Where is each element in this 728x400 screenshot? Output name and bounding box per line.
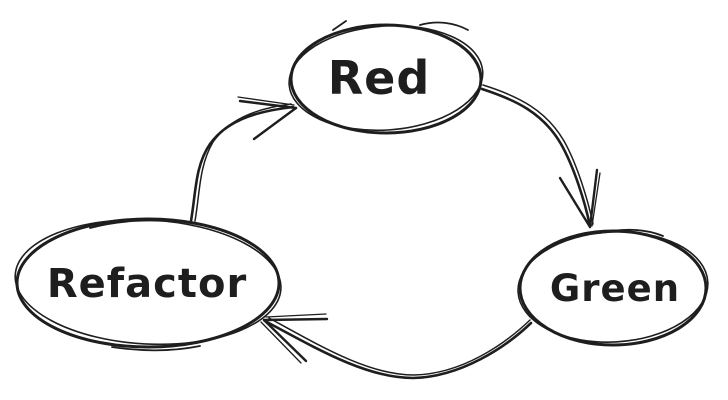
node-red-stroke-overshoot (332, 20, 469, 31)
edge-line-sketch-pass (194, 103, 292, 222)
arrowhead-left-icon (262, 317, 329, 322)
arrowhead-sketch-pass (591, 172, 601, 227)
node-green-stroke-overshoot (599, 228, 664, 237)
node-refactor-stroke-overshoot (89, 219, 201, 352)
arrowhead-up-right-icon (238, 99, 298, 110)
arrowhead-down-icon (558, 176, 592, 229)
node-red-sketch-pass (288, 24, 484, 132)
arrowhead-down-icon (588, 168, 599, 229)
edge-line-sketch-pass (268, 317, 531, 376)
node-refactor: Refactor (14, 217, 282, 352)
node-refactor-label: Refactor (47, 261, 247, 307)
node-red-label: Red (328, 51, 431, 105)
edge-refactor-to-red (189, 96, 298, 223)
node-red: Red (288, 20, 484, 135)
node-green-label: Green (550, 267, 680, 310)
edge-red-to-green (480, 84, 601, 229)
nodes-layer: Red Green Refactor (14, 20, 709, 352)
arrowhead-up-right-icon (252, 106, 298, 141)
edge-line (480, 87, 592, 228)
edge-line-sketch-pass (482, 84, 594, 225)
arrowhead-sketch-pass (260, 321, 302, 364)
node-red-shape (289, 23, 483, 135)
edge-green-to-refactor (260, 313, 533, 380)
node-green: Green (517, 228, 709, 347)
node-refactor-shape (15, 217, 281, 349)
edges-layer (189, 84, 601, 380)
arrowhead-left-icon (262, 318, 308, 363)
edge-line (263, 319, 533, 380)
arrowhead-sketch-pass (265, 313, 327, 318)
edge-line (189, 105, 295, 223)
arrowhead-sketch-pass (237, 96, 295, 106)
